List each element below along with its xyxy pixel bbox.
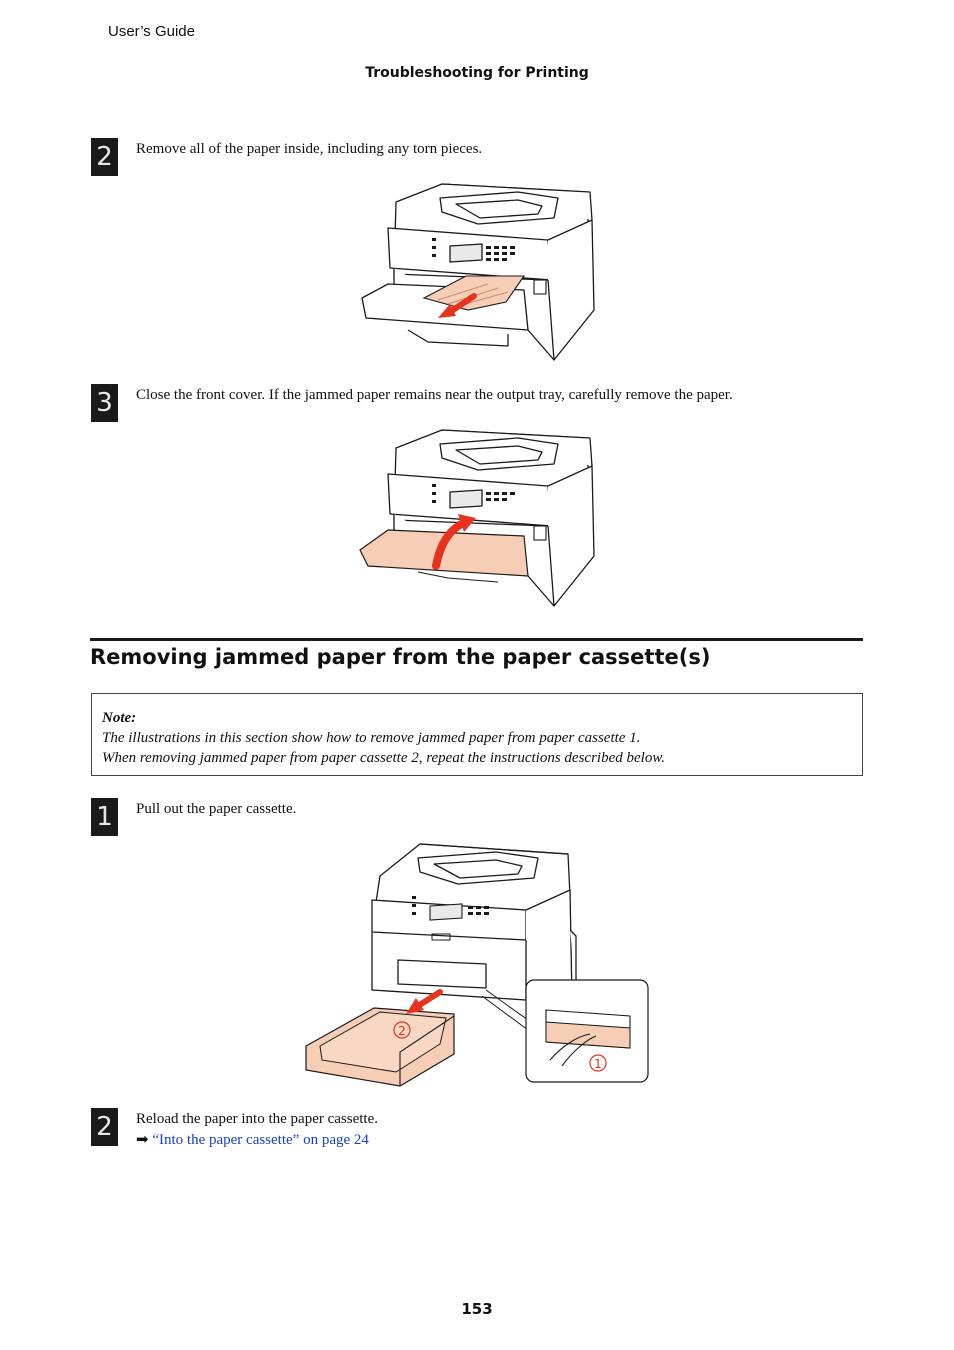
step-number: 1 — [91, 798, 118, 836]
printer-remove-torn-paper-illustration — [361, 183, 595, 361]
step-number: 3 — [91, 384, 118, 422]
section-rule — [90, 638, 863, 641]
note-line: The illustrations in this section show h… — [102, 730, 641, 746]
printer-pull-cassette-illustration: 2 1 — [305, 843, 649, 1087]
section-title: Removing jammed paper from the paper cas… — [90, 645, 711, 669]
note-line: When removing jammed paper from paper ca… — [102, 750, 665, 766]
step-text-line: Reload the paper into the paper cassette… — [136, 1111, 378, 1127]
step-number: 2 — [91, 1108, 118, 1146]
cassette-page-link[interactable]: “Into the paper cassette” on page 24 — [152, 1132, 369, 1148]
note-label: Note: — [102, 710, 137, 726]
callout-1: 1 — [594, 1057, 602, 1071]
page-number: 153 — [461, 1300, 493, 1318]
step-number: 2 — [91, 138, 118, 176]
chapter-title: Troubleshooting for Printing — [365, 65, 589, 81]
step-text: Reload the paper into the paper cassette… — [136, 1109, 378, 1151]
step-text: Pull out the paper cassette. — [136, 801, 297, 817]
step-text: Close the front cover. If the jammed pap… — [136, 387, 733, 403]
printer-close-cover-illustration — [359, 429, 595, 607]
note-box: Note: The illustrations in this section … — [91, 693, 863, 776]
guide-title: User’s Guide — [108, 23, 195, 40]
step-text: Remove all of the paper inside, includin… — [136, 141, 483, 157]
cross-reference: ➡ “Into the paper cassette” on page 24 — [136, 1130, 378, 1151]
arrow-right-icon: ➡ — [136, 1132, 149, 1148]
callout-2: 2 — [398, 1024, 406, 1038]
